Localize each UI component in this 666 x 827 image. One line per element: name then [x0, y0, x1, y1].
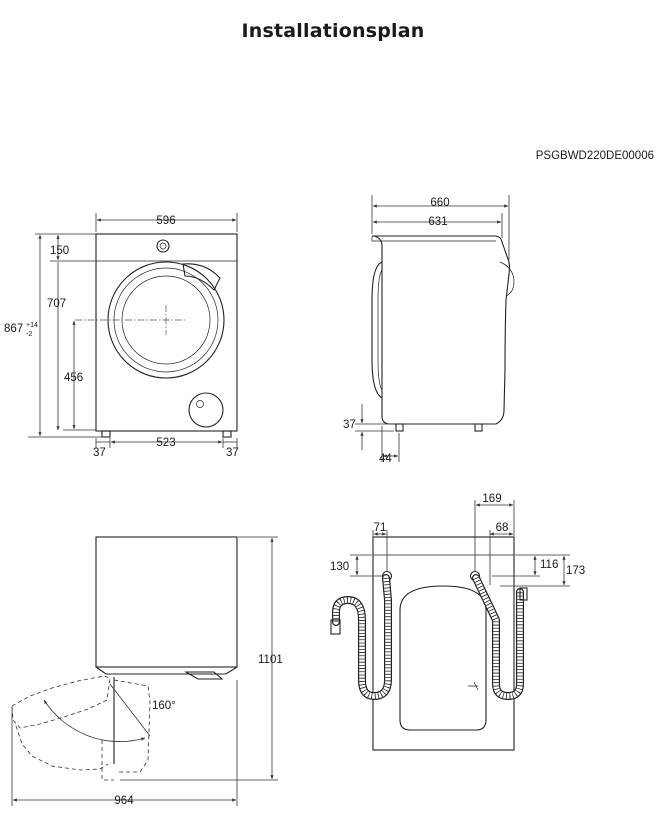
left-foot [101, 430, 111, 438]
rear-panel [399, 585, 487, 731]
page-title: Installationsplan [241, 20, 425, 42]
label-total-height: 867 [4, 323, 23, 335]
model-code: PSGBWD220DE00006 [535, 150, 654, 162]
door-view-body [95, 536, 238, 668]
door-open-view: 1101 160° 964 [11, 536, 283, 807]
side-door-bulge [371, 261, 383, 399]
label-right-foot: 37 [226, 447, 239, 459]
label-door-total-height: 1101 [258, 654, 283, 666]
label-door-bottom: 456 [64, 372, 83, 384]
front-view: 596 150 707 867 +14 -2 456 37 523 37 [4, 213, 239, 459]
label-width: 596 [156, 215, 175, 227]
label-inlet-x: 71 [374, 522, 387, 534]
label-tol-minus: -2 [26, 331, 32, 338]
label-overall-depth: 660 [430, 197, 449, 209]
door-swing-arc [43, 699, 146, 742]
door-outer [107, 261, 225, 379]
label-drain-y2: 173 [566, 565, 585, 577]
door-view-hinge [183, 671, 224, 680]
side-body-outline [372, 235, 511, 425]
label-inlet-y: 130 [330, 561, 349, 573]
label-left-foot: 37 [93, 447, 106, 459]
side-rear-fitting [499, 261, 515, 297]
door-handle [182, 263, 221, 291]
label-drain-x2: 68 [496, 522, 509, 534]
open-door-outline [11, 675, 111, 729]
side-rear-foot [474, 423, 483, 432]
inlet-hose [330, 574, 392, 700]
filter-cover [188, 392, 224, 428]
program-knob [156, 239, 170, 253]
label-top-panel: 150 [50, 245, 69, 257]
front-body-outline [95, 233, 238, 432]
label-foot-offset: 44 [379, 453, 392, 465]
label-tol-plus: +14 [26, 322, 38, 329]
label-door-center: 707 [47, 298, 66, 310]
label-body-depth: 631 [428, 216, 447, 228]
label-foot-span: 523 [156, 437, 175, 449]
rear-view: 71 130 169 68 116 173 [330, 493, 585, 751]
drain-hose [468, 574, 528, 700]
label-drain-y: 116 [540, 559, 558, 571]
label-drain-x: 169 [482, 493, 501, 505]
rear-body-outline [372, 536, 515, 751]
label-foot-height: 37 [343, 419, 356, 431]
right-foot [222, 430, 232, 438]
side-front-foot [395, 423, 404, 432]
label-door-swing-depth: 964 [114, 795, 134, 807]
side-view: 660 631 37 44 [343, 195, 515, 465]
label-door-angle: 160° [152, 700, 176, 712]
